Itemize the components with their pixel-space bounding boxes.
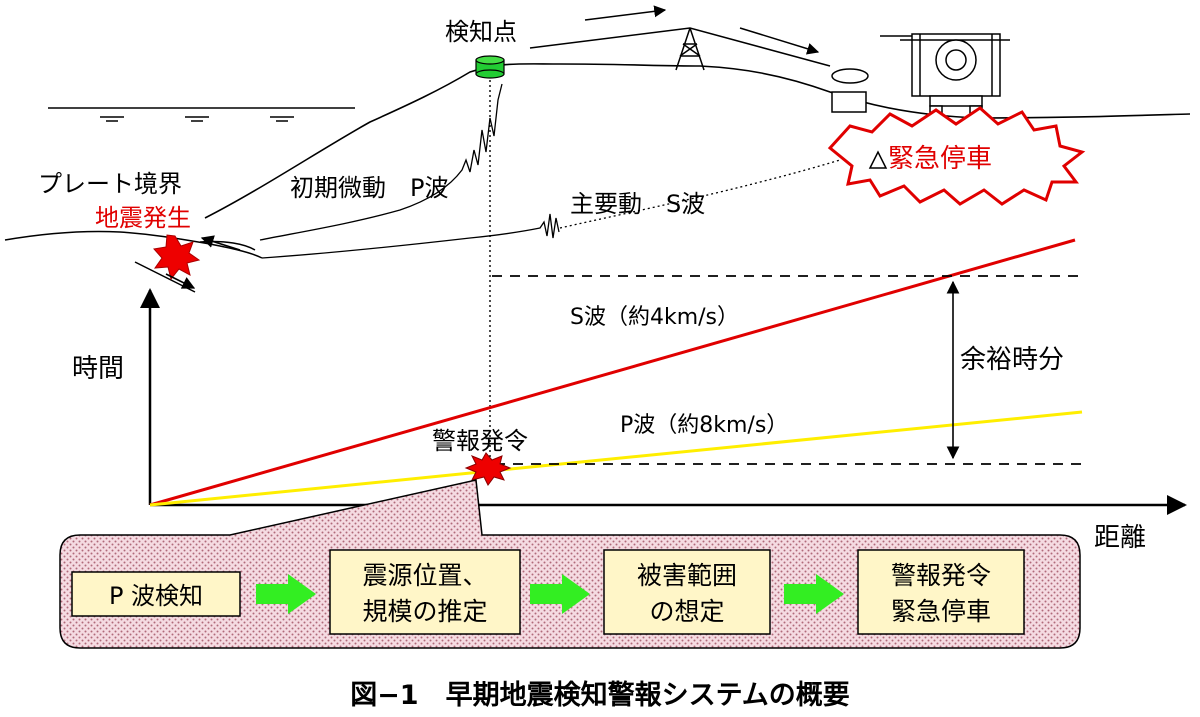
hypocenter-burst-icon (153, 234, 201, 281)
time-axis-label: 時間 (72, 354, 124, 384)
quake-occurrence-label: 地震発生 (95, 204, 191, 232)
s-wave-trace (261, 213, 560, 259)
s-wave-line (149, 238, 1076, 507)
flow-step-4: 警報発令 緊急停車 (857, 549, 1025, 635)
s-wave-label: S波（約4km/s） (570, 305, 739, 330)
figure-caption: 図−1 早期地震検知警報システムの概要 (350, 680, 850, 711)
train-station-icon (831, 33, 1010, 119)
seabed-line (4, 230, 263, 259)
flow-step-2-line-1: 震源位置、 (362, 561, 487, 590)
flow-step-1-text: P 波検知 (109, 582, 203, 610)
margin-time-label: 余裕時分 (960, 345, 1064, 375)
flow-arrow-2-icon (530, 574, 590, 614)
sea-surface (48, 107, 355, 122)
emergency-stop-label: 緊急停車 (888, 144, 992, 174)
p-wave-label: P波（約8km/s） (620, 413, 788, 438)
flow-step-3-line-1: 被害範囲 (637, 561, 737, 590)
flow-arrow-1-icon (256, 574, 316, 614)
emergency-stop-burst (827, 106, 1086, 206)
p-wave-trace (259, 83, 503, 241)
flow-step-4-line-1: 警報発令 (891, 561, 991, 590)
flow-step-3-line-2: の想定 (649, 597, 724, 626)
distance-axis-label: 距離 (1094, 523, 1146, 553)
s-wave-dotted (559, 159, 841, 229)
plate-boundary-label: プレート境界 (38, 170, 182, 198)
plate-push-arrow (200, 235, 241, 251)
initial-tremor-label: 初期微動 P波 (290, 174, 448, 202)
detection-point-label: 検知点 (445, 18, 517, 46)
flow-step-2-line-2: 規模の推定 (362, 597, 487, 626)
flow-step-1: P 波検知 (71, 571, 241, 617)
plate-boundary-line (134, 261, 196, 293)
flow-step-4-line-2: 緊急停車 (891, 597, 991, 626)
detector-icon (475, 55, 505, 79)
flow-arrow-3-icon (784, 574, 844, 614)
warning-triangle-icon (868, 150, 888, 169)
plate-slide-arrow (165, 273, 196, 289)
alarm-issued-label: 警報発令 (432, 427, 528, 455)
main-tremor-label: 主要動 S波 (570, 190, 705, 218)
p-wave-line (149, 410, 1083, 507)
flow-step-3: 被害範囲 の想定 (603, 549, 771, 635)
flow-step-2: 震源位置、 規模の推定 (329, 549, 521, 635)
antenna-tower-icon (675, 27, 705, 71)
alarm-burst-icon (464, 452, 512, 486)
